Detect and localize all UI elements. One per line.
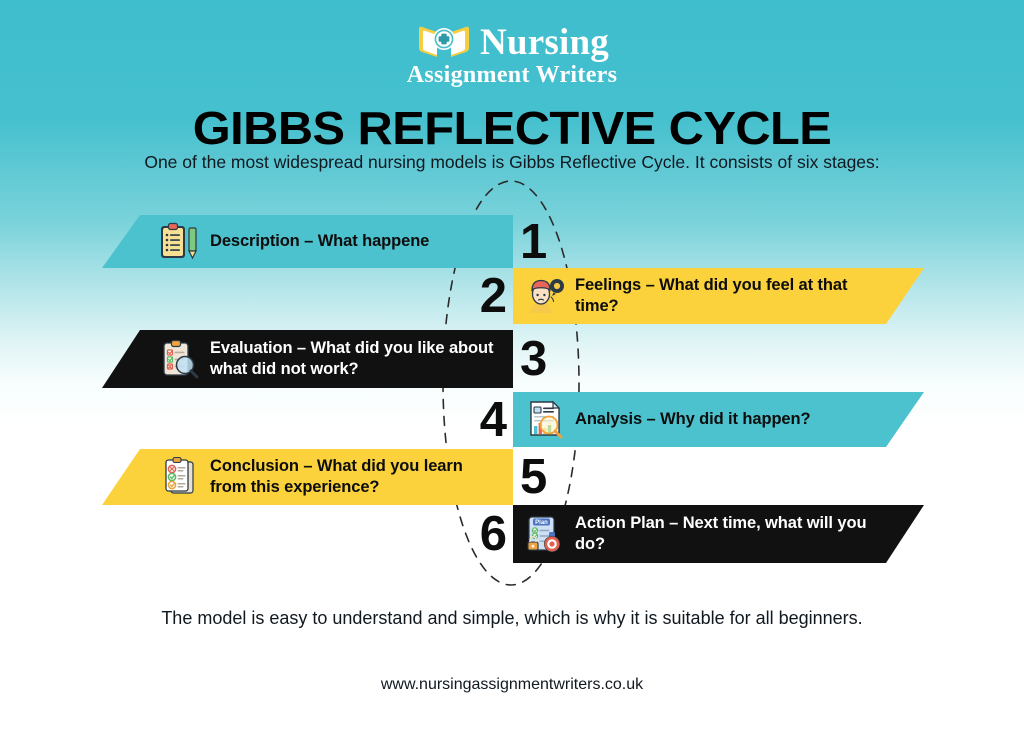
clipboard-pencil-icon: [158, 221, 200, 263]
clipboard-magnifier-icon: [158, 338, 200, 380]
stage-6-band[interactable]: Plan Action P: [513, 505, 924, 563]
open-book-medical-cross-icon: [415, 22, 473, 62]
stage-6-label: Action Plan – Next time, what will you d…: [575, 514, 867, 553]
stage-2: 2 Feelings – What did you feel at that t…: [0, 268, 1024, 324]
footer-note: The model is easy to understand and simp…: [161, 608, 863, 628]
stage-1-number: 1: [520, 214, 547, 269]
stage-3-band[interactable]: Evaluation – What did you like about wha…: [102, 330, 513, 388]
page-title: GIBBS REFLECTIVE CYCLE: [192, 102, 832, 154]
stage-5-band[interactable]: Conclusion – What did you learn from thi…: [102, 449, 513, 505]
logo-text-secondary: Assignment Writers: [406, 62, 618, 88]
stage-3-label: Evaluation – What did you like about wha…: [210, 339, 494, 378]
stage-6-number: 6: [479, 507, 507, 561]
logo-text-primary: Nursing: [480, 21, 609, 63]
stage-1-label: Description – What happene: [210, 232, 430, 251]
stage-6: 6 Plan: [0, 505, 1024, 563]
footer-url[interactable]: www.nursingassignmentwriters.co.uk: [380, 676, 644, 693]
stage-2-band[interactable]: Feelings – What did you feel at that tim…: [513, 268, 924, 324]
person-speech-bubble-icon: [523, 275, 565, 317]
stage-1: Description – What happene 1: [0, 214, 1024, 269]
checklist-icon: [158, 456, 200, 498]
stage-2-number: 2: [479, 269, 507, 323]
stage-4-number: 4: [479, 392, 507, 447]
svg-text:Plan: Plan: [535, 520, 548, 526]
plan-target-icon: Plan: [523, 513, 565, 555]
stage-3-number: 3: [520, 332, 547, 386]
stage-5: Conclusion – What did you learn from thi…: [0, 449, 1024, 505]
report-chart-magnifier-icon: [523, 399, 565, 441]
page-subtitle: One of the most widespread nursing model…: [144, 152, 880, 172]
stage-5-number: 5: [520, 450, 547, 504]
stage-3: Evaluation – What did you like about wha…: [0, 330, 1024, 388]
brand-logo: Nursing Assignment Writers: [0, 21, 1024, 88]
stage-5-label: Conclusion – What did you learn from thi…: [210, 457, 463, 496]
stage-1-band[interactable]: Description – What happene: [102, 215, 513, 268]
stage-2-label: Feelings – What did you feel at that tim…: [575, 276, 848, 315]
stage-4: 4: [0, 392, 1024, 447]
stage-4-label: Analysis – Why did it happen?: [575, 410, 811, 429]
stage-4-band[interactable]: Analysis – Why did it happen?: [513, 392, 924, 447]
